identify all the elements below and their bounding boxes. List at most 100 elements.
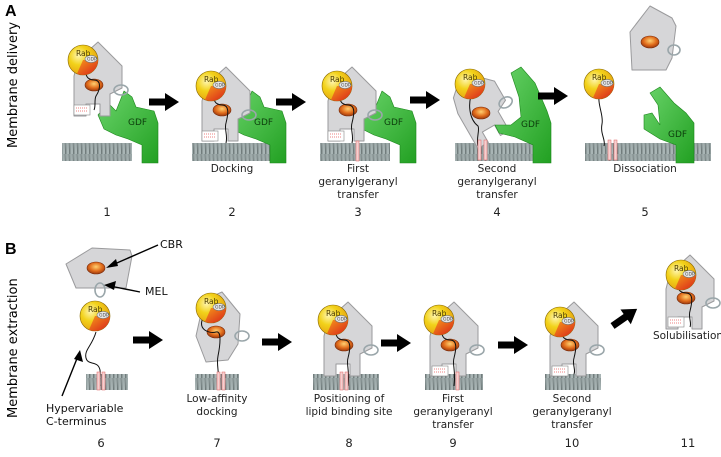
arrow-icon [607, 301, 643, 334]
step-11-caption: Solubilisation [653, 330, 721, 342]
gdf-protein: GDF [97, 90, 159, 164]
arrow-icon [149, 93, 179, 111]
step-9-caption: transfer [432, 419, 474, 431]
gdp-label: GDP [443, 317, 453, 323]
rab-gtpase: Rab GDP [583, 68, 615, 100]
step-9-caption: geranylgeranyl [413, 406, 492, 418]
panel-a-side-label: Membrane delivery [6, 22, 21, 148]
rab-label: Rab [553, 311, 568, 320]
gdp-label: GDP [337, 317, 347, 323]
step-10-caption: transfer [551, 419, 593, 431]
panel-b-side-label: Membrane extraction [6, 278, 21, 418]
gdi-protein [65, 247, 133, 298]
mel-callout: MEL [145, 285, 168, 298]
step-5-illustration: GDF Rab GDP [583, 5, 711, 164]
rab-label: Rab [592, 73, 607, 82]
panel-a-step-labels: 1Docking2Firstgeranylgeranyltransfer3Sec… [103, 163, 676, 219]
rab-gtpase: Rab GDP [454, 68, 486, 100]
hypervariable-callout-line2: C-terminus [46, 415, 107, 428]
step-8-illustration: Rab GDP [313, 301, 379, 391]
gdp-label: GDP [564, 319, 574, 325]
step-7-illustration: Rab GDP [195, 291, 250, 391]
gdf-label: GDF [668, 130, 687, 140]
panel-b-letter: B [5, 241, 17, 258]
step-4-caption: geranylgeranyl [457, 176, 536, 188]
rab-label: Rab [326, 309, 341, 318]
step-8-caption: Positioning of [314, 393, 385, 405]
rab-label: Rab [76, 49, 91, 58]
rab-gtpase: Rab GDP [423, 304, 455, 336]
membrane [455, 143, 535, 161]
rab-label: Rab [674, 264, 689, 273]
membrane [320, 143, 390, 161]
gdp-label: GDP [474, 81, 484, 87]
rab-gtpase: Rab GDP [317, 304, 349, 336]
gdf-label: GDF [254, 118, 273, 128]
step-10-number: 10 [565, 436, 580, 450]
step-1-illustration: GDF Rab GDP [62, 41, 159, 164]
rab-gtpase: Rab GDP [79, 300, 111, 332]
rab-label: Rab [204, 297, 219, 306]
step-8-number: 8 [345, 436, 352, 450]
gdp-label: GDP [603, 81, 613, 87]
rab-gtpase: Rab GDP [665, 259, 697, 291]
cbr-callout: CBR [160, 238, 183, 251]
step-7-caption: docking [196, 406, 237, 418]
step-2-number: 2 [228, 205, 235, 219]
hypervariable-callout-line1: Hypervariable [46, 402, 124, 415]
gdp-label: GDP [87, 57, 97, 63]
gdp-label: GDP [215, 305, 225, 311]
rab-gtpase: Rab GDP [544, 306, 576, 338]
gdf-label: GDF [384, 118, 403, 128]
gdf-protein: GDF [494, 66, 552, 164]
step-7-number: 7 [213, 436, 220, 450]
step-4-caption: Second [478, 163, 517, 175]
gdp-label: GDP [215, 83, 225, 89]
rab-gtpase: Rab GDP [321, 70, 353, 102]
step-6-number: 6 [97, 436, 104, 450]
arrow-icon [381, 334, 411, 352]
step-3-illustration: GDF Rab GDP [320, 66, 417, 164]
rab-label: Rab [330, 75, 345, 84]
panel-a-letter: A [5, 3, 17, 20]
arrow-icon [276, 93, 306, 111]
step-9-number: 9 [449, 436, 456, 450]
step-3-caption: geranylgeranyl [318, 176, 397, 188]
membrane [192, 143, 274, 161]
gdf-label: GDF [521, 120, 540, 130]
rab-gtpase: Rab GDP [195, 70, 227, 102]
step-8-caption: lipid binding site [306, 406, 393, 418]
rab-label: Rab [432, 309, 447, 318]
rab-gtpase: Rab GDP [195, 292, 227, 324]
step-2-illustration: GDF Rab GDP [192, 66, 287, 164]
step-10-caption: geranylgeranyl [532, 406, 611, 418]
gdp-label: GDP [99, 313, 109, 319]
arrow-icon [410, 91, 440, 109]
step-10-illustration: Rab GDP [544, 301, 605, 390]
step-11-illustration: Rab GDP [665, 254, 721, 330]
rab-label: Rab [88, 305, 103, 314]
step-9-illustration: Rab GDP [423, 301, 485, 391]
gdf-protein: GDF [225, 90, 287, 164]
step-1-number: 1 [103, 205, 110, 219]
rab-label: Rab [204, 75, 219, 84]
arrow-icon [133, 331, 163, 349]
step-2-caption: Docking [211, 163, 254, 175]
gdi-protein [629, 5, 681, 71]
membrane [545, 374, 601, 390]
step-3-caption: First [347, 163, 369, 175]
arrow-icon [262, 333, 292, 351]
step-4-caption: transfer [476, 189, 518, 201]
rab-gtpase: Rab GDP [67, 44, 99, 76]
step-5-number: 5 [641, 205, 648, 219]
rab-label: Rab [463, 73, 478, 82]
gdp-label: GDP [341, 83, 351, 89]
step-4-illustration: GDF Rab GDP [440, 56, 552, 164]
gdp-label: GDP [685, 272, 695, 278]
gdf-protein: GDF [355, 90, 417, 164]
gdf-protein: GDF [643, 86, 695, 164]
step-4-number: 4 [493, 205, 500, 219]
step-6-illustration: CBR MEL Rab GDP Hypervariable C-terminus [46, 238, 183, 428]
membrane [62, 143, 132, 161]
